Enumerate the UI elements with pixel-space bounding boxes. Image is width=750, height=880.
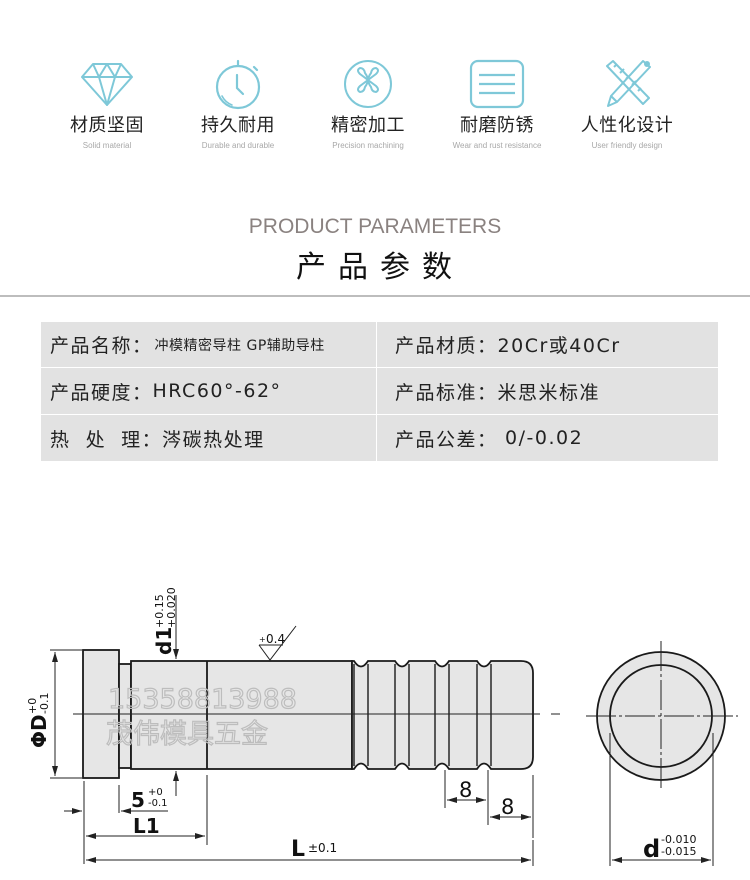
layers-icon bbox=[469, 59, 525, 109]
param-product-name: 产品名称： 冲模精密导柱 GP辅助导柱 bbox=[41, 322, 376, 367]
feature-title: 人性化设计 bbox=[580, 115, 674, 136]
surface-finish-symbol bbox=[258, 625, 297, 661]
stopwatch-icon bbox=[215, 59, 261, 110]
param-value: 冲模精密导柱 GP辅助导柱 bbox=[154, 337, 325, 354]
svg-text:0.4: 0.4 bbox=[266, 632, 285, 646]
param-standard: 产品标准： 米思米标准 bbox=[377, 368, 718, 414]
svg-text:d1: d1 bbox=[152, 627, 176, 655]
dim-groove-pitch bbox=[444, 770, 534, 838]
param-value: 米思米标准 bbox=[497, 381, 601, 404]
param-value: 20Cr或40Cr bbox=[497, 335, 621, 357]
section-title-cn: 产品参数 bbox=[296, 250, 464, 285]
svg-text:15358813988: 15358813988 bbox=[108, 684, 297, 715]
feature-solid-material: 材质坚固 Solid material bbox=[37, 58, 177, 152]
svg-text:-0.1: -0.1 bbox=[38, 693, 51, 714]
technical-drawing: 15358813988 茂伟模具五金 ΦD +0 -0.1 d1 +0.15 +… bbox=[0, 560, 750, 880]
dim-d1-label: d1 +0.15 +0.020 bbox=[152, 587, 178, 655]
param-value: HRC60°-62° bbox=[152, 380, 282, 402]
svg-text:L1: L1 bbox=[133, 814, 160, 838]
svg-text:8: 8 bbox=[459, 778, 472, 802]
param-hardness: 产品硬度： HRC60°-62° bbox=[41, 368, 376, 414]
section-divider bbox=[0, 295, 750, 297]
param-value: 涔碳热处理 bbox=[162, 428, 265, 451]
svg-text:茂伟模具五金: 茂伟模具五金 bbox=[106, 719, 268, 750]
feature-user-friendly: 人性化设计 User friendly design bbox=[557, 58, 697, 152]
surface-finish-plus: + bbox=[259, 635, 266, 644]
feature-title: 精密加工 bbox=[331, 115, 405, 136]
svg-text:+0.15: +0.15 bbox=[153, 594, 166, 628]
param-label: 热 处 理： bbox=[50, 428, 163, 451]
feature-subtitle: Wear and rust resistance bbox=[452, 141, 542, 150]
svg-text:±0.1: ±0.1 bbox=[308, 841, 337, 855]
svg-text:ΦD: ΦD bbox=[27, 714, 51, 748]
dim-d bbox=[609, 733, 714, 866]
svg-text:-0.1: -0.1 bbox=[148, 798, 168, 809]
feature-subtitle: Solid material bbox=[82, 141, 132, 150]
watermark: 15358813988 茂伟模具五金 bbox=[105, 683, 297, 750]
feature-title: 耐磨防锈 bbox=[460, 115, 534, 136]
feature-title: 材质坚固 bbox=[70, 115, 144, 136]
dim-L bbox=[86, 840, 534, 866]
feature-subtitle: Durable and durable bbox=[201, 141, 275, 150]
param-label: 产品公差： bbox=[395, 428, 498, 451]
param-tolerance: 产品公差： 0/-0.02 bbox=[377, 415, 718, 461]
feature-subtitle: User friendly design bbox=[591, 141, 663, 150]
svg-text:+0: +0 bbox=[148, 787, 163, 798]
end-view-centerlines bbox=[586, 641, 738, 791]
svg-text:-0.010: -0.010 bbox=[661, 833, 696, 846]
params-table: 产品名称： 冲模精密导柱 GP辅助导柱 产品材质： 20Cr或40Cr 产品硬度… bbox=[41, 322, 718, 461]
svg-text:d: d bbox=[643, 835, 660, 863]
param-heat-treatment: 热 处 理： 涔碳热处理 bbox=[41, 415, 376, 461]
dim-D-label: ΦD +0 -0.1 bbox=[26, 693, 51, 748]
ruler-pencil-icon bbox=[606, 60, 651, 107]
svg-text:+0.020: +0.020 bbox=[165, 587, 178, 628]
feature-wear-resistant: 耐磨防锈 Wear and rust resistance bbox=[427, 58, 567, 152]
param-label: 产品材质： bbox=[395, 335, 498, 357]
part-side-view bbox=[82, 649, 534, 779]
section-title-en: PRODUCT PARAMETERS bbox=[248, 215, 502, 238]
dim-D bbox=[50, 649, 82, 779]
svg-text:L: L bbox=[291, 837, 305, 862]
param-label: 产品硬度： bbox=[50, 381, 153, 404]
dim-L1 bbox=[86, 775, 208, 845]
diamond-icon bbox=[81, 63, 133, 106]
dim-5 bbox=[64, 781, 168, 864]
svg-text:5: 5 bbox=[131, 788, 145, 812]
svg-text:-0.015: -0.015 bbox=[661, 845, 696, 858]
param-value: 0/-0.02 bbox=[497, 427, 584, 449]
param-material: 产品材质： 20Cr或40Cr bbox=[377, 322, 718, 367]
param-label: 产品标准： bbox=[395, 381, 498, 404]
feature-precision: 精密加工 Precision machining bbox=[298, 58, 438, 152]
feature-subtitle: Precision machining bbox=[332, 141, 404, 150]
precision-gear-icon bbox=[344, 60, 392, 108]
feature-title: 持久耐用 bbox=[201, 115, 275, 136]
svg-text:+0: +0 bbox=[26, 698, 39, 714]
guide-post-drawing: 15358813988 茂伟模具五金 ΦD +0 -0.1 d1 +0.15 +… bbox=[26, 587, 738, 866]
svg-text:8: 8 bbox=[501, 795, 514, 819]
feature-row: 材质坚固 Solid material 持久耐用 Durable and dur… bbox=[0, 58, 750, 158]
param-label: 产品名称： bbox=[50, 335, 153, 357]
feature-durable: 持久耐用 Durable and durable bbox=[168, 58, 308, 152]
